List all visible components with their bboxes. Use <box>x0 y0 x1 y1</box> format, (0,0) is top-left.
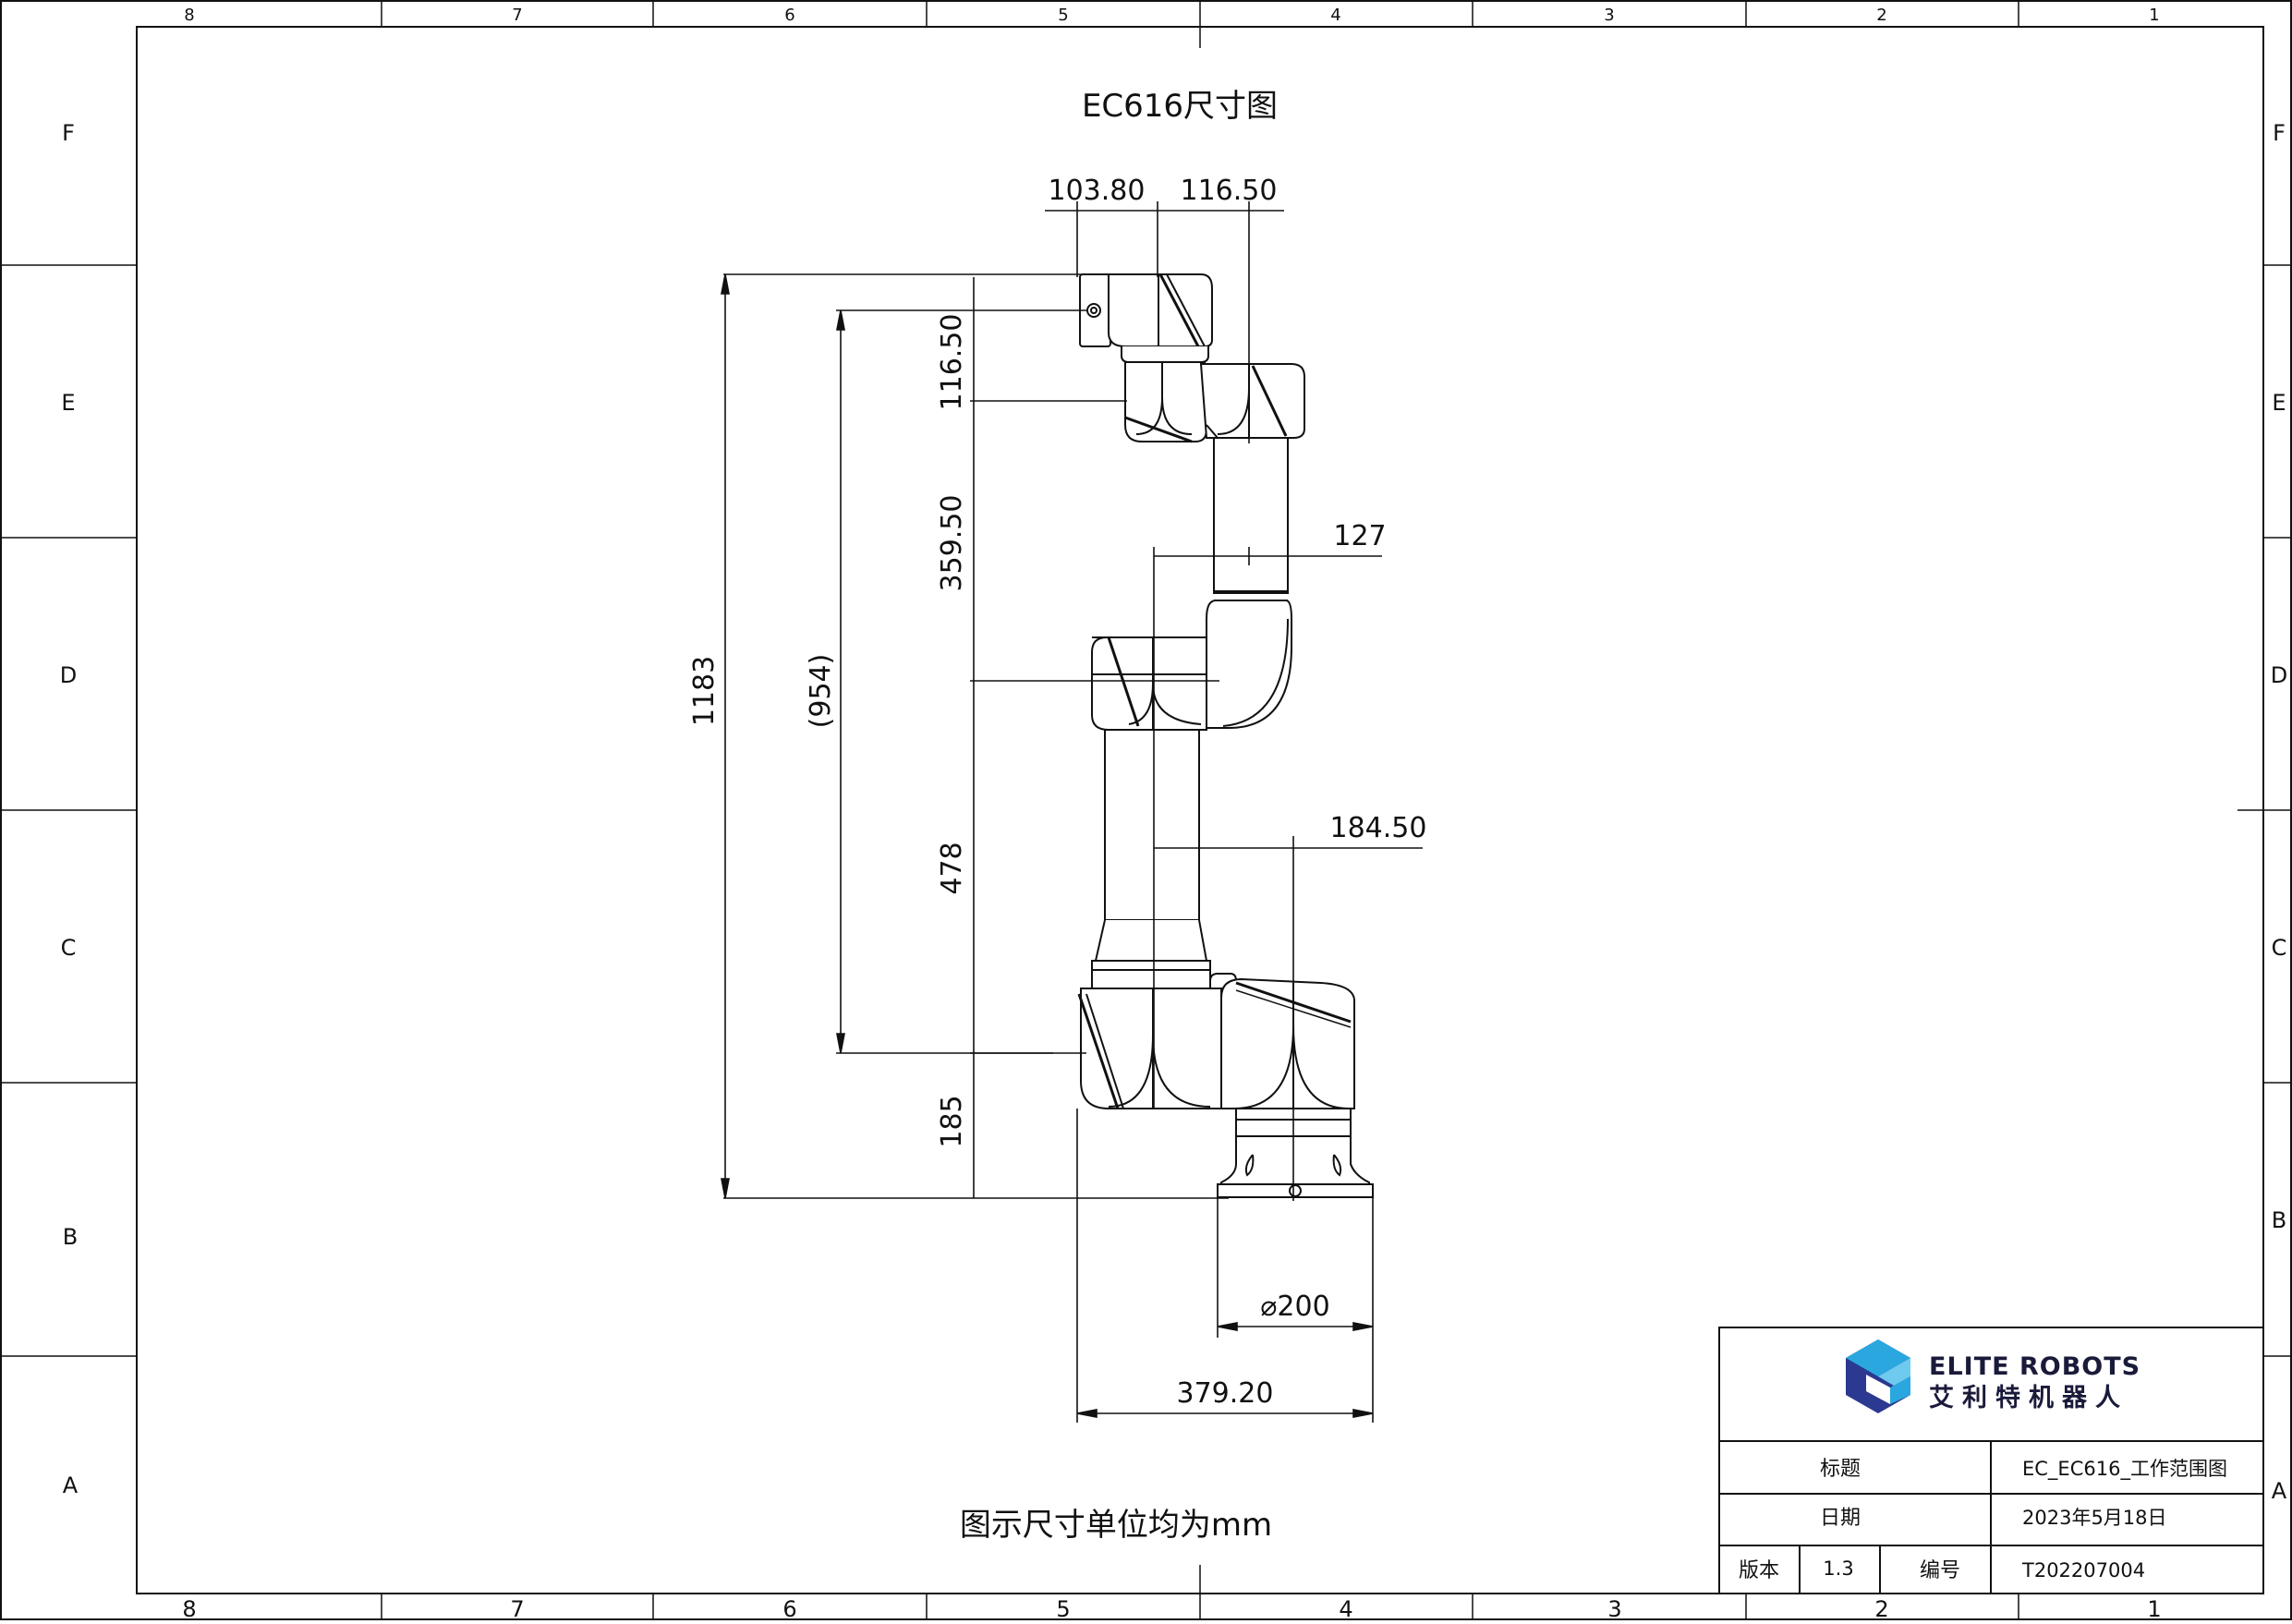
dim-height-ref: (954) <box>805 654 837 729</box>
row-label-left: D <box>60 662 77 688</box>
drawing-title: EC616尺寸图 <box>1082 88 1278 125</box>
col-label-top: 2 <box>1876 6 1886 25</box>
row-label-left: E <box>61 390 75 416</box>
col-label-bottom: 3 <box>1607 1596 1621 1620</box>
dim-wrist-height: 116.50 <box>936 314 968 411</box>
col-label-bottom: 6 <box>782 1596 796 1620</box>
row-label-left: A <box>63 1473 79 1498</box>
dim-upper-arm-length: 478 <box>936 842 968 894</box>
dimension-texts: 103.80 116.50 127 184.50 ⌀200 379.20 118… <box>688 175 1426 1410</box>
title-label: 标题 <box>1820 1458 1861 1481</box>
logo-company-en: ELITE ROBOTS <box>1929 1352 2140 1381</box>
row-label-right: F <box>2273 120 2286 146</box>
dim-overall-width: 379.20 <box>1177 1377 1274 1410</box>
date-label: 日期 <box>1820 1507 1861 1530</box>
dim-base-height: 185 <box>936 1095 968 1147</box>
elite-robots-logo: ELITE ROBOTS 艾利特机器人 <box>1846 1339 2140 1413</box>
dim-top-right: 116.50 <box>1181 175 1278 207</box>
col-label-top: 5 <box>1058 6 1068 25</box>
col-label-top: 8 <box>184 6 194 25</box>
col-label-top: 3 <box>1604 6 1614 25</box>
row-label-left: F <box>62 120 75 146</box>
col-label-bottom: 2 <box>1874 1596 1888 1620</box>
dim-height-total: 1183 <box>688 656 721 726</box>
row-label-right: C <box>2272 935 2287 961</box>
dim-forearm-length: 359.50 <box>936 495 968 592</box>
unit-note: 图示尺寸单位均为mm <box>960 1507 1272 1544</box>
number-label: 编号 <box>1920 1559 1960 1582</box>
row-label-right: D <box>2271 662 2287 688</box>
dim-shoulder-offset: 184.50 <box>1330 812 1427 844</box>
col-label-bottom: 1 <box>2147 1596 2161 1620</box>
row-label-left: B <box>63 1224 78 1250</box>
row-label-right: E <box>2272 390 2286 416</box>
row-label-right: B <box>2272 1207 2286 1233</box>
title-block-texts: 标题 EC_EC616_工作范围图 日期 2023年5月18日 版本 1.3 编… <box>1739 1458 2227 1582</box>
version-value: 1.3 <box>1823 1557 1853 1580</box>
date-value: 2023年5月18日 <box>2022 1507 2167 1529</box>
dimension-lines <box>721 201 1423 1423</box>
col-label-bottom: 8 <box>182 1596 196 1620</box>
col-label-top: 7 <box>512 6 522 25</box>
col-label-top: 4 <box>1330 6 1340 25</box>
dim-base-diameter: ⌀200 <box>1260 1291 1329 1323</box>
col-label-bottom: 5 <box>1056 1596 1070 1620</box>
grid-labels: 8 7 6 5 4 3 2 1 8 7 6 5 4 3 2 1 F E D C … <box>60 6 2287 1622</box>
col-label-top: 1 <box>2149 6 2159 25</box>
row-label-left: C <box>61 935 77 961</box>
number-value: T202207004 <box>2021 1559 2145 1582</box>
col-label-bottom: 7 <box>510 1596 524 1620</box>
dim-elbow-offset: 127 <box>1333 520 1386 552</box>
title-value: EC_EC616_工作范围图 <box>2022 1458 2227 1481</box>
robot-arm <box>1077 273 1375 1198</box>
version-label: 版本 <box>1739 1559 1779 1582</box>
col-label-bottom: 4 <box>1339 1596 1352 1620</box>
dim-top-left: 103.80 <box>1049 175 1146 207</box>
title-block <box>1718 1327 2264 1594</box>
col-label-top: 6 <box>784 6 794 25</box>
row-label-right: A <box>2272 1478 2287 1504</box>
logo-company-cn: 艾利特机器人 <box>1929 1384 2128 1412</box>
